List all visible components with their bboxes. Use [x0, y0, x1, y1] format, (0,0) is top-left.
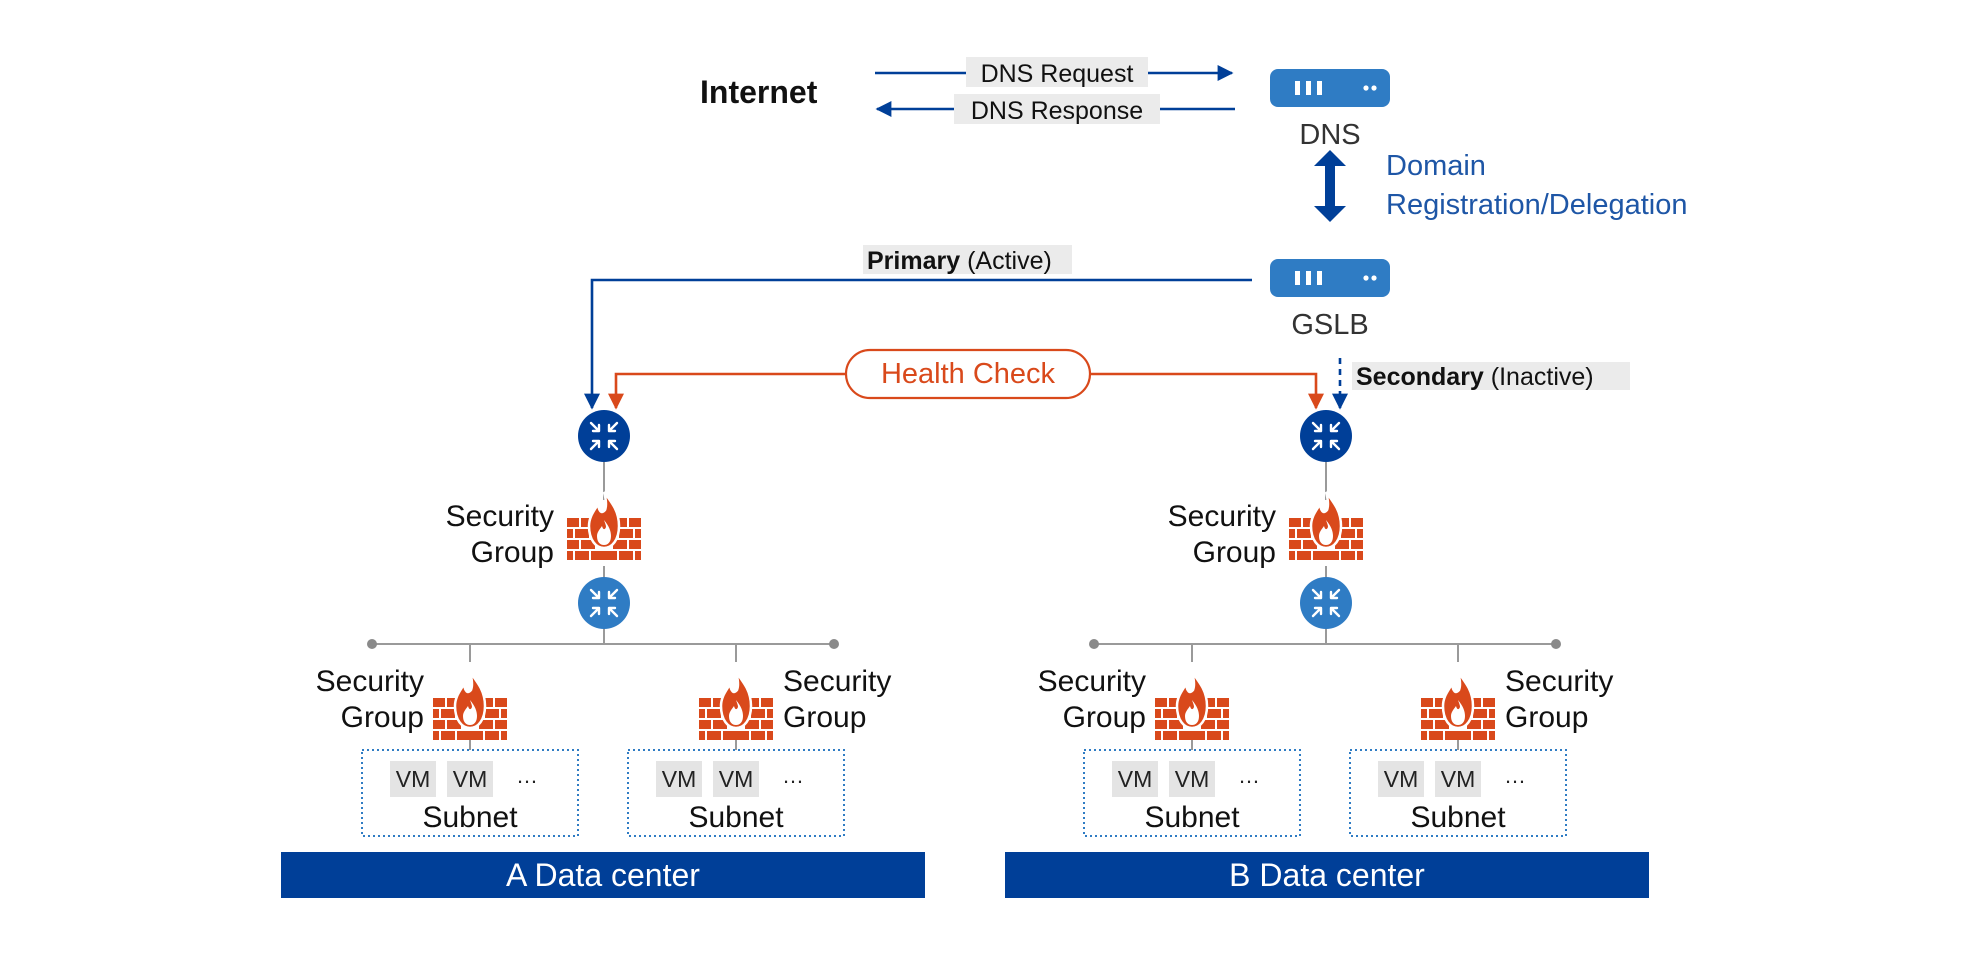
health-check-pill — [844, 348, 1092, 400]
data-center-name: B Data center — [1229, 857, 1425, 893]
security-group-label-1: Security — [783, 665, 891, 698]
security-group-label-2: Group — [471, 536, 554, 569]
internal-router-icon — [1300, 577, 1352, 629]
firewall-icon — [1287, 490, 1365, 562]
security-group-label-1: Security — [446, 500, 554, 533]
security-group-label-2: Group — [341, 701, 424, 734]
data-center-a: Security Group Security Group VM VM … Su… — [281, 410, 925, 898]
security-group-label-1: Security — [1168, 500, 1276, 533]
domain-registration-label-2: Registration/Delegation — [1386, 189, 1687, 221]
security-group-label-1: Security — [1038, 665, 1146, 698]
firewall-icon — [1153, 670, 1231, 742]
security-group-label-1: Security — [1505, 665, 1613, 698]
vm-label: VM — [396, 766, 431, 792]
data-center-banner — [1005, 852, 1649, 898]
vm-label: VM — [1441, 766, 1476, 792]
subnet-label: Subnet — [1410, 801, 1506, 834]
data-center-b: Security Group Security Group VM VM … Su… — [1005, 410, 1649, 898]
gslb-server-icon — [1270, 259, 1390, 297]
subnet-box — [361, 749, 579, 837]
subnet-box — [1349, 749, 1567, 837]
firewall-icon — [1419, 670, 1497, 742]
dns-server-icon — [1270, 69, 1390, 107]
dns-request-label: DNS Request — [981, 60, 1134, 88]
subnet-label: Subnet — [422, 801, 518, 834]
security-group-label-1: Security — [316, 665, 424, 698]
domain-delegation-arrow-down — [1314, 206, 1346, 222]
subnet-label: Subnet — [688, 801, 784, 834]
vm-label: VM — [1175, 766, 1210, 792]
firewall-icon — [431, 670, 509, 742]
secondary-inactive-label: Secondary (Inactive) — [1356, 363, 1594, 391]
gslb-label: GSLB — [1291, 309, 1368, 341]
edge-router-icon — [578, 410, 630, 462]
internal-router-icon — [578, 577, 630, 629]
more-vms-label: … — [1238, 763, 1260, 788]
vm-label: VM — [662, 766, 697, 792]
subnet-box — [627, 749, 845, 837]
data-center-name: A Data center — [506, 857, 700, 893]
health-check-label: Health Check — [881, 358, 1056, 390]
security-group-label-2: Group — [1505, 701, 1588, 734]
vm-label: VM — [719, 766, 754, 792]
data-center-banner — [281, 852, 925, 898]
domain-registration-label-1: Domain — [1386, 150, 1486, 182]
health-check-path-b — [1090, 372, 1324, 410]
health-check-path-a — [608, 372, 850, 410]
more-vms-label: … — [782, 763, 804, 788]
dns-response-label: DNS Response — [971, 97, 1143, 125]
vm-label: VM — [1118, 766, 1153, 792]
subnet-box — [1083, 749, 1301, 837]
primary-active-path — [584, 278, 1252, 410]
primary-active-label: Primary (Active) — [867, 247, 1052, 275]
firewall-icon — [565, 490, 643, 562]
domain-delegation-arrow-up — [1314, 150, 1346, 166]
more-vms-label: … — [516, 763, 538, 788]
more-vms-label: … — [1504, 763, 1526, 788]
security-group-label-2: Group — [1063, 701, 1146, 734]
internet-label: Internet — [700, 74, 818, 110]
vm-label: VM — [1384, 766, 1419, 792]
edge-router-icon — [1300, 410, 1352, 462]
dns-label: DNS — [1299, 119, 1360, 151]
security-group-label-2: Group — [783, 701, 866, 734]
vm-label: VM — [453, 766, 488, 792]
security-group-label-2: Group — [1193, 536, 1276, 569]
subnet-label: Subnet — [1144, 801, 1240, 834]
firewall-icon — [697, 670, 775, 742]
